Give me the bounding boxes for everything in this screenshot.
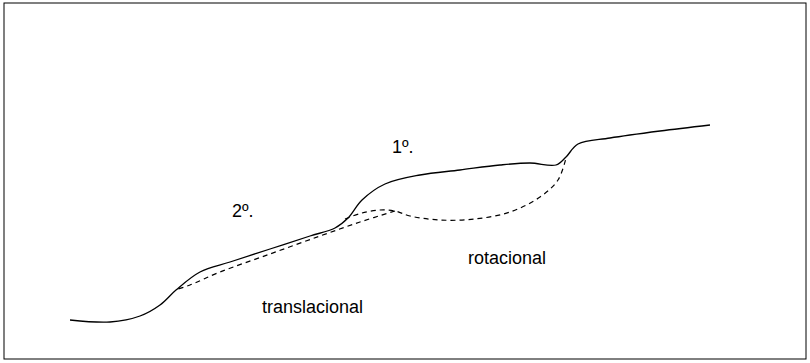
slide-type-label: rotacional bbox=[468, 249, 546, 269]
frame bbox=[4, 3, 806, 359]
slide-type-label: translacional bbox=[262, 298, 363, 318]
event-number: 1º. bbox=[392, 138, 414, 158]
event-number: 2º. bbox=[232, 202, 254, 222]
rotational-slip-surface bbox=[345, 158, 566, 220]
ground-profile bbox=[70, 125, 710, 322]
translational-slip-surface bbox=[178, 211, 395, 289]
